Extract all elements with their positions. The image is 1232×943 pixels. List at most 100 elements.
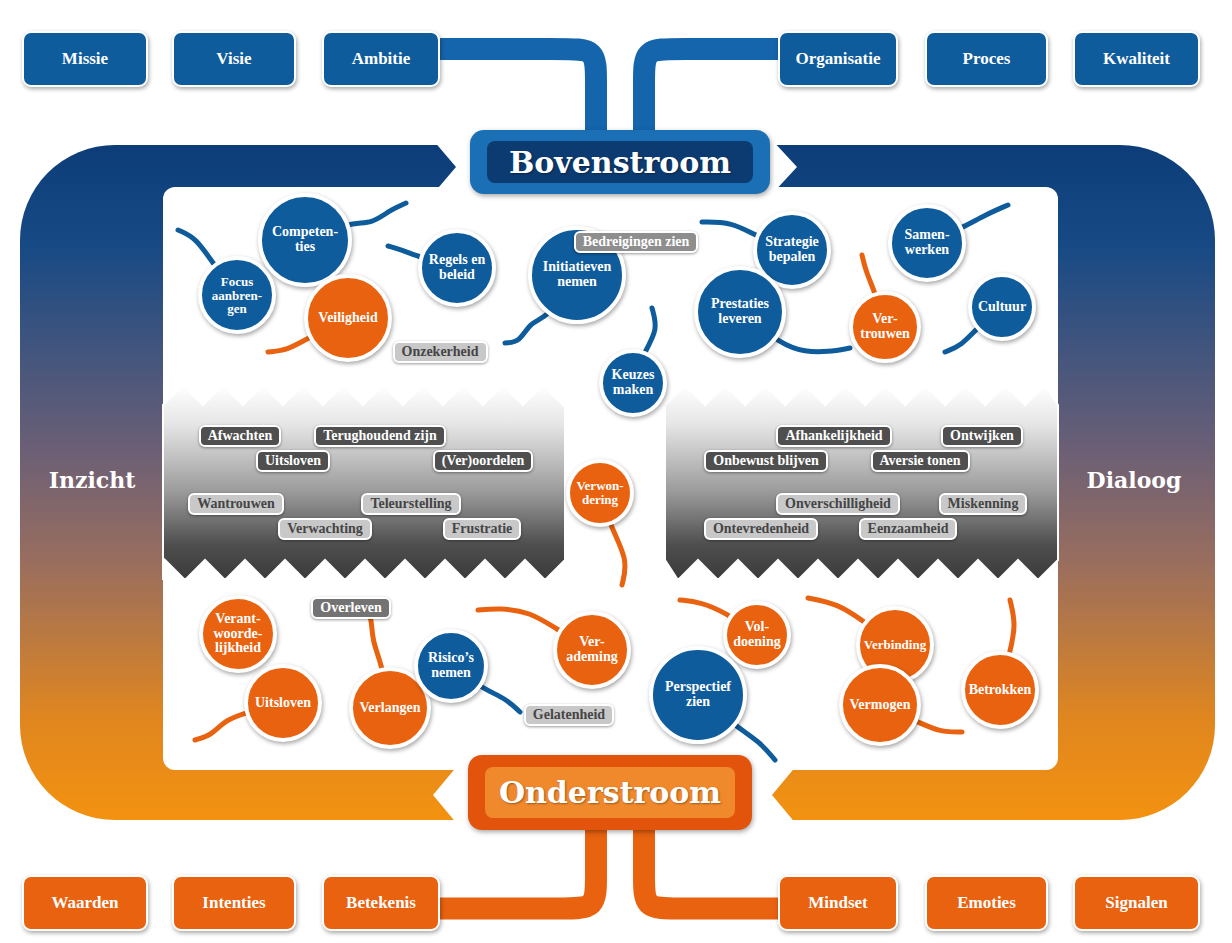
node-text: Onbewust blijven	[713, 454, 818, 468]
node-text: Verbinding	[864, 638, 926, 652]
node-text: Perspectief zien	[665, 680, 731, 709]
circle-fill	[200, 258, 274, 332]
node-text: Signalen	[1105, 893, 1167, 913]
banner-title: Bovenstroom	[509, 145, 731, 180]
behaviour-tag: Terughoudend zijn	[314, 425, 445, 447]
category-box: Waarden	[22, 875, 148, 931]
theme-circle: Regels en beleid	[417, 228, 497, 308]
node-text: Bedreigingen zien	[583, 235, 690, 249]
theme-circle: Verant- woorde- lijkheid	[198, 594, 278, 674]
theme-circle: Ver- trouwen	[848, 290, 922, 364]
node-text: Proces	[963, 49, 1011, 69]
node-text: Onverschilligheid	[785, 497, 891, 511]
frame-label: Inzicht	[49, 467, 136, 493]
category-box: Intenties	[172, 875, 296, 931]
theme-circle: Keuzes maken	[598, 348, 668, 418]
circle-fill	[201, 597, 275, 671]
behaviour-tag: Frustratie	[443, 518, 522, 540]
theme-circle: Samen- werken	[887, 203, 967, 283]
theme-circle: Uitsloven	[243, 663, 323, 743]
circle-fill	[890, 206, 964, 280]
node-text: Wantrouwen	[197, 497, 275, 511]
theme-circle: Betrokken	[960, 650, 1040, 730]
node-text: Afwachten	[208, 429, 273, 443]
node-text: Verwon- dering	[576, 479, 623, 506]
circle-fill	[725, 603, 789, 667]
flow-bar	[440, 830, 596, 909]
behaviour-tag: Ontwijken	[941, 425, 1023, 447]
stream-banner: Bovenstroom	[470, 130, 770, 194]
circle-fill	[568, 461, 632, 525]
node-text: Strategie bepalen	[765, 235, 819, 264]
node-text: Eenzaamheid	[868, 522, 949, 536]
circle-fill	[420, 231, 494, 305]
banner-title: Onderstroom	[499, 775, 721, 810]
node-text: Ontevredenheid	[713, 522, 809, 536]
behaviour-tag: Gelatenheid	[524, 704, 614, 726]
node-text: Onzekerheid	[402, 345, 479, 359]
node-text: Cultuur	[978, 300, 1026, 315]
node-text: Teleurstelling	[370, 497, 451, 511]
behaviour-tag: Onverschilligheid	[776, 493, 900, 515]
behaviour-tag: Wantrouwen	[188, 493, 284, 515]
node-text: Betekenis	[346, 893, 416, 913]
category-box: Mindset	[778, 875, 898, 931]
banner-inner: Bovenstroom	[487, 141, 753, 183]
frame-ring: InzichtDialoogFocus aanbren- genCompeten…	[20, 145, 1215, 820]
theme-circle: Veiligheid	[303, 273, 393, 363]
node-text: Overleven	[320, 601, 381, 615]
behaviour-tag: Miskenning	[939, 493, 1028, 515]
node-text: Mindset	[808, 893, 868, 913]
behaviour-tag: Onzekerheid	[393, 341, 488, 363]
inner-panel	[163, 187, 1058, 770]
category-box: Kwaliteit	[1073, 31, 1200, 87]
node-text: Verant- woorde- lijkheid	[214, 612, 263, 656]
behaviour-tag: Overleven	[311, 597, 390, 619]
category-box: Missie	[22, 31, 148, 87]
behaviour-tag: Afwachten	[199, 425, 282, 447]
node-text: Uitsloven	[255, 696, 311, 711]
behaviour-tag: Afhankelijkheid	[776, 425, 891, 447]
category-box: Betekenis	[322, 875, 440, 931]
node-text: Risico’s nemen	[428, 651, 474, 680]
node-text: Verlangen	[360, 701, 421, 716]
node-text: Frustratie	[452, 522, 513, 536]
circle-fill	[651, 648, 745, 742]
node-text: Ontwijken	[950, 429, 1014, 443]
node-text: Waarden	[51, 893, 118, 913]
node-text: Emoties	[957, 893, 1016, 913]
node-text: Focus aanbren- gen	[212, 275, 262, 316]
circle-fill	[841, 666, 919, 744]
node-text: Organisatie	[796, 49, 881, 69]
behaviour-tag: Bedreigingen zien	[574, 231, 699, 253]
circle-fill	[970, 275, 1034, 339]
circle-fill	[555, 613, 629, 687]
circle-fill	[851, 293, 919, 361]
node-text: Afhankelijkheid	[785, 429, 882, 443]
theme-circle: Cultuur	[967, 272, 1037, 342]
banner-inner: Onderstroom	[485, 767, 735, 818]
theme-circle: Verwon- dering	[565, 458, 635, 528]
theme-circle: Perspectief zien	[648, 645, 748, 745]
circle-fill	[246, 666, 320, 740]
flow-bar	[440, 49, 596, 130]
behaviour-tag: Ontevredenheid	[704, 518, 818, 540]
circle-fill	[696, 268, 784, 356]
category-box: Emoties	[925, 875, 1048, 931]
theme-circle: Vol- doening	[722, 600, 792, 670]
node-text: Vol- doening	[733, 620, 780, 649]
node-text: Prestaties leveren	[711, 297, 769, 326]
circle-fill	[260, 195, 350, 285]
theme-circle: Risico’s nemen	[413, 628, 489, 704]
node-text: Miskenning	[948, 497, 1019, 511]
node-text: Aversie tonen	[880, 454, 961, 468]
node-text: Ver- ademing	[566, 635, 617, 664]
node-text: Initiatieven nemen	[543, 260, 611, 289]
node-text: (Ver)oordelen	[442, 454, 525, 468]
circle-fill	[601, 351, 665, 415]
theme-circle: Ver- ademing	[552, 610, 632, 690]
node-text: Verwachting	[287, 522, 363, 536]
behaviour-tag: Uitsloven	[256, 450, 330, 472]
